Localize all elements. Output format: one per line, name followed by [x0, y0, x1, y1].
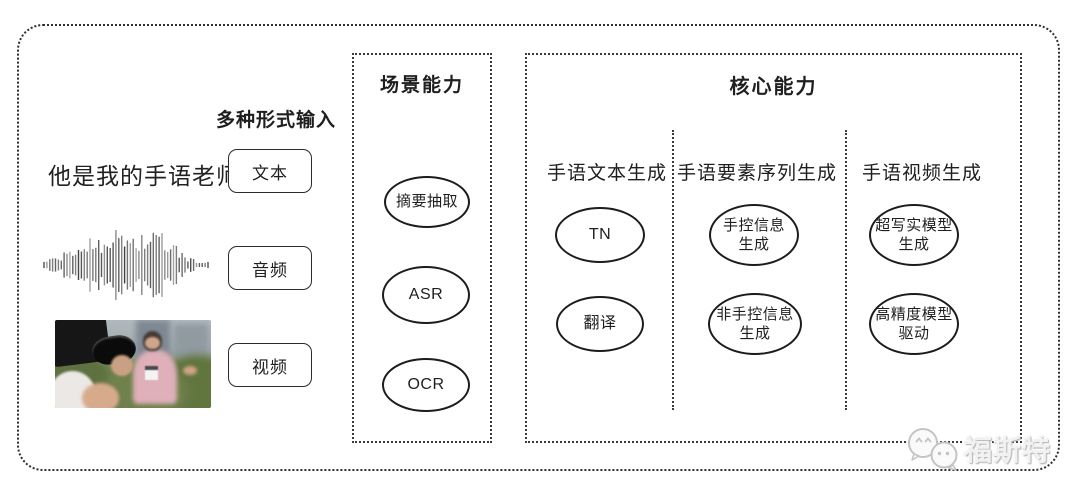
chat-bubbles-icon: [908, 428, 958, 471]
node-translation: 翻译: [556, 296, 644, 352]
scene-capability-box: 场景能力 预处理 摘要抽取 ASR OCR: [352, 53, 492, 443]
column-divider: [845, 130, 847, 410]
column-header-element-sequence-generation: 手语要素序列生成: [676, 163, 838, 184]
scene-box-title: 场景能力: [379, 75, 464, 96]
input-node-audio-label: 音频: [252, 260, 288, 280]
photo-cameraman-hand: [111, 355, 133, 377]
photo-microphone: [145, 365, 158, 380]
node-ocr: OCR: [382, 358, 470, 412]
photo-cameraman-arm: [81, 383, 119, 408]
input-node-video-label: 视频: [252, 357, 288, 377]
node-tn: TN: [555, 207, 645, 263]
core-box-title: 核心能力: [729, 76, 818, 98]
audio-waveform-icon: [42, 229, 210, 301]
input-node-audio: 音频: [228, 246, 312, 290]
outer-dotted-frame: [17, 24, 1060, 471]
input-node-text: 文本: [228, 149, 312, 193]
reporter-interview-photo: [55, 320, 211, 408]
node-non-manual-info-generation: 非手控信息 生成: [708, 293, 802, 355]
node-summary-extraction: 摘要抽取: [384, 176, 470, 228]
column-header-video-generation: 手语视频生成: [861, 163, 983, 184]
photo-reporter-hand: [182, 365, 197, 376]
sample-sentence-text: 他是我的手语老师: [48, 163, 240, 189]
column-header-text-generation: 手语文本生成: [546, 163, 668, 184]
photo-reporter-face: [145, 336, 160, 350]
input-node-video: 视频: [228, 343, 312, 387]
photo-building-shape: [173, 323, 208, 359]
input-section-title: 多种形式输入: [216, 110, 337, 131]
input-node-text-label: 文本: [252, 163, 288, 183]
node-high-precision-model-driving: 高精度模型 驱动: [869, 293, 959, 355]
node-asr: ASR: [382, 266, 470, 324]
column-divider: [672, 130, 674, 410]
watermark-text: 福斯特: [964, 435, 1052, 466]
node-manual-info-generation: 手控信息 生成: [709, 204, 799, 266]
node-hyperrealistic-model-generation: 超写实模型 生成: [869, 204, 959, 266]
core-capability-box: 核心能力 手语文本生成 手语要素序列生成 手语视频生成 TN 翻译 手控信息 生…: [525, 53, 1022, 443]
watermark: 福斯特: [906, 426, 1051, 472]
